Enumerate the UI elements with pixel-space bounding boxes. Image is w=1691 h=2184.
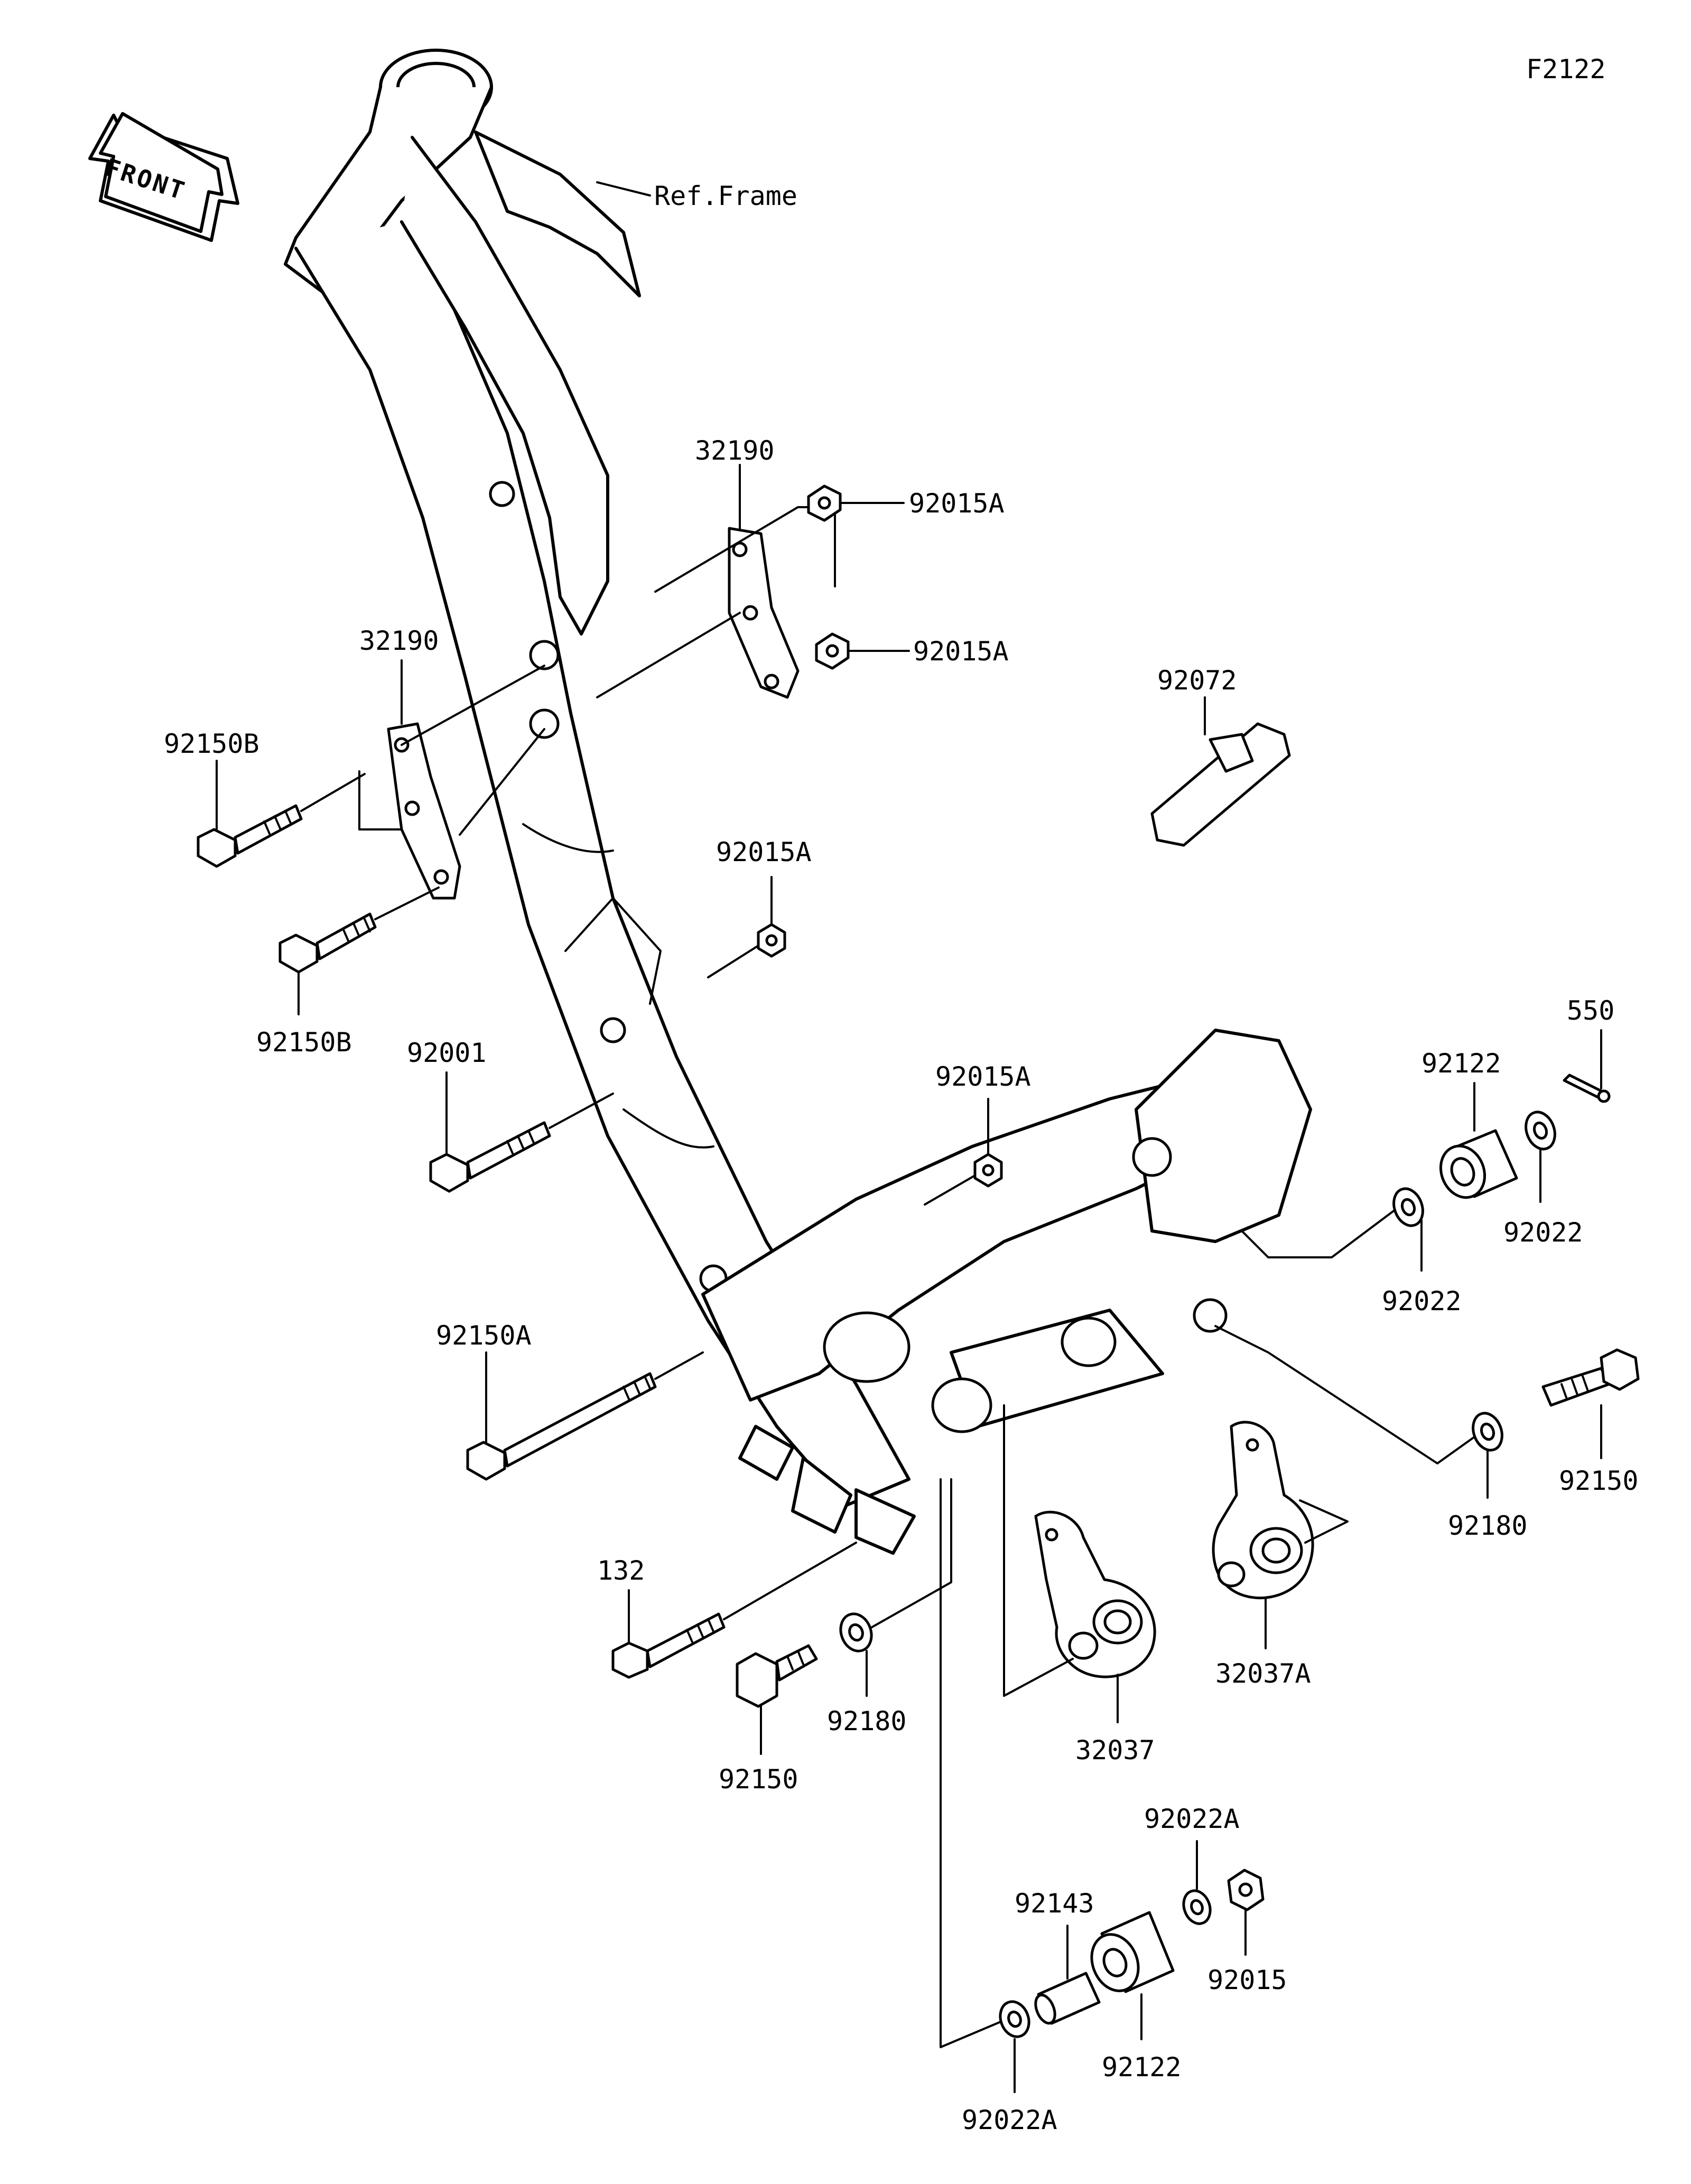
label-92180-right: 92180 [1448,1510,1528,1541]
label-32037: 32037 [1075,1735,1155,1766]
washer-92022-b: 92022 [1241,1187,1462,1317]
label-92015A-4: 92015A [935,1061,1031,1092]
label-32190-upper: 32190 [695,435,775,466]
label-92022-a: 92022 [1503,1217,1583,1248]
nut-92015: 92015 [1207,1869,1287,1995]
bolt-92001: 92001 [407,1038,614,1193]
engine-bracket-lower: 32190 [358,626,545,900]
label-92001: 92001 [407,1038,487,1068]
label-92150A: 92150A [436,1320,532,1351]
bolt-92150-bottom: 92150 [719,1644,818,1795]
bolt-92150-right: 92150 [1541,1348,1640,1496]
label-92180-bottom: 92180 [827,1706,907,1737]
nut-92015A-3: 92015A [707,837,812,978]
ref-frame-callout: Ref.Frame [596,181,797,211]
washer-92022-a: 92022 [1503,1110,1583,1248]
frame-gusset [474,130,641,297]
ref-frame-label: Ref.Frame [654,181,797,211]
bolt-132: 132 [597,1542,857,1679]
label-92015: 92015 [1207,1965,1287,1995]
label-92150-bottom: 92150 [719,1764,798,1795]
leader-lower-group [940,1478,1010,2048]
front-arrow-icon: FRONT [88,112,239,242]
bracket-32037: 32037 [1003,1404,1156,1766]
frame-outline [284,49,1312,1555]
label-92122-bottom: 92122 [1102,2052,1182,2083]
label-92150-right: 92150 [1559,1466,1639,1496]
bracket-32037A: 32037A [1212,1421,1349,1689]
bolt-92150B-1: 92150B [164,729,366,868]
diagram-id: F2122 [1526,54,1606,85]
engine-bracket-upper: 32190 [596,435,836,699]
bolt-92150B-2: 92150B [256,886,440,1058]
label-550: 550 [1567,995,1614,1026]
label-92022-b: 92022 [1382,1286,1462,1317]
washer-92180-right: 92180 [1214,1325,1528,1541]
label-92022A-top: 92022A [1144,1804,1240,1834]
collar-92122-top: 92122 [1421,1048,1518,1199]
nut-92015A-2: 92015A [815,632,1009,670]
label-92143: 92143 [1015,1888,1094,1919]
washer-92022A-bottom: 92022A [962,2000,1057,2135]
label-92015A-3: 92015A [716,837,812,867]
nut-92015A-1: 92015A [807,484,1005,522]
label-92015A-2: 92015A [913,636,1009,667]
nut-92015A-4: 92015A [924,1061,1031,1206]
collar-92122-bottom: 92122 [1090,1911,1182,2083]
label-92150B-2: 92150B [256,1027,352,1058]
band-92072: 92072 [1150,665,1291,847]
label-132: 132 [597,1555,645,1586]
label-32037A: 32037A [1215,1658,1311,1689]
spacer-92143: 92143 [1015,1888,1101,2025]
label-32190-lower: 32190 [359,626,439,656]
bolt-92150A: 92150A [436,1320,704,1481]
label-92072: 92072 [1157,665,1237,696]
label-92150B-1: 92150B [164,729,259,759]
washer-92022A-top: 92022A [1144,1804,1240,1925]
washer-92180-bottom: 92180 [827,1478,952,1737]
label-92022A-bottom: 92022A [962,2105,1057,2135]
label-92015A-1: 92015A [909,488,1005,519]
label-92122-top: 92122 [1421,1048,1501,1079]
pin-550: 550 [1563,995,1614,1103]
